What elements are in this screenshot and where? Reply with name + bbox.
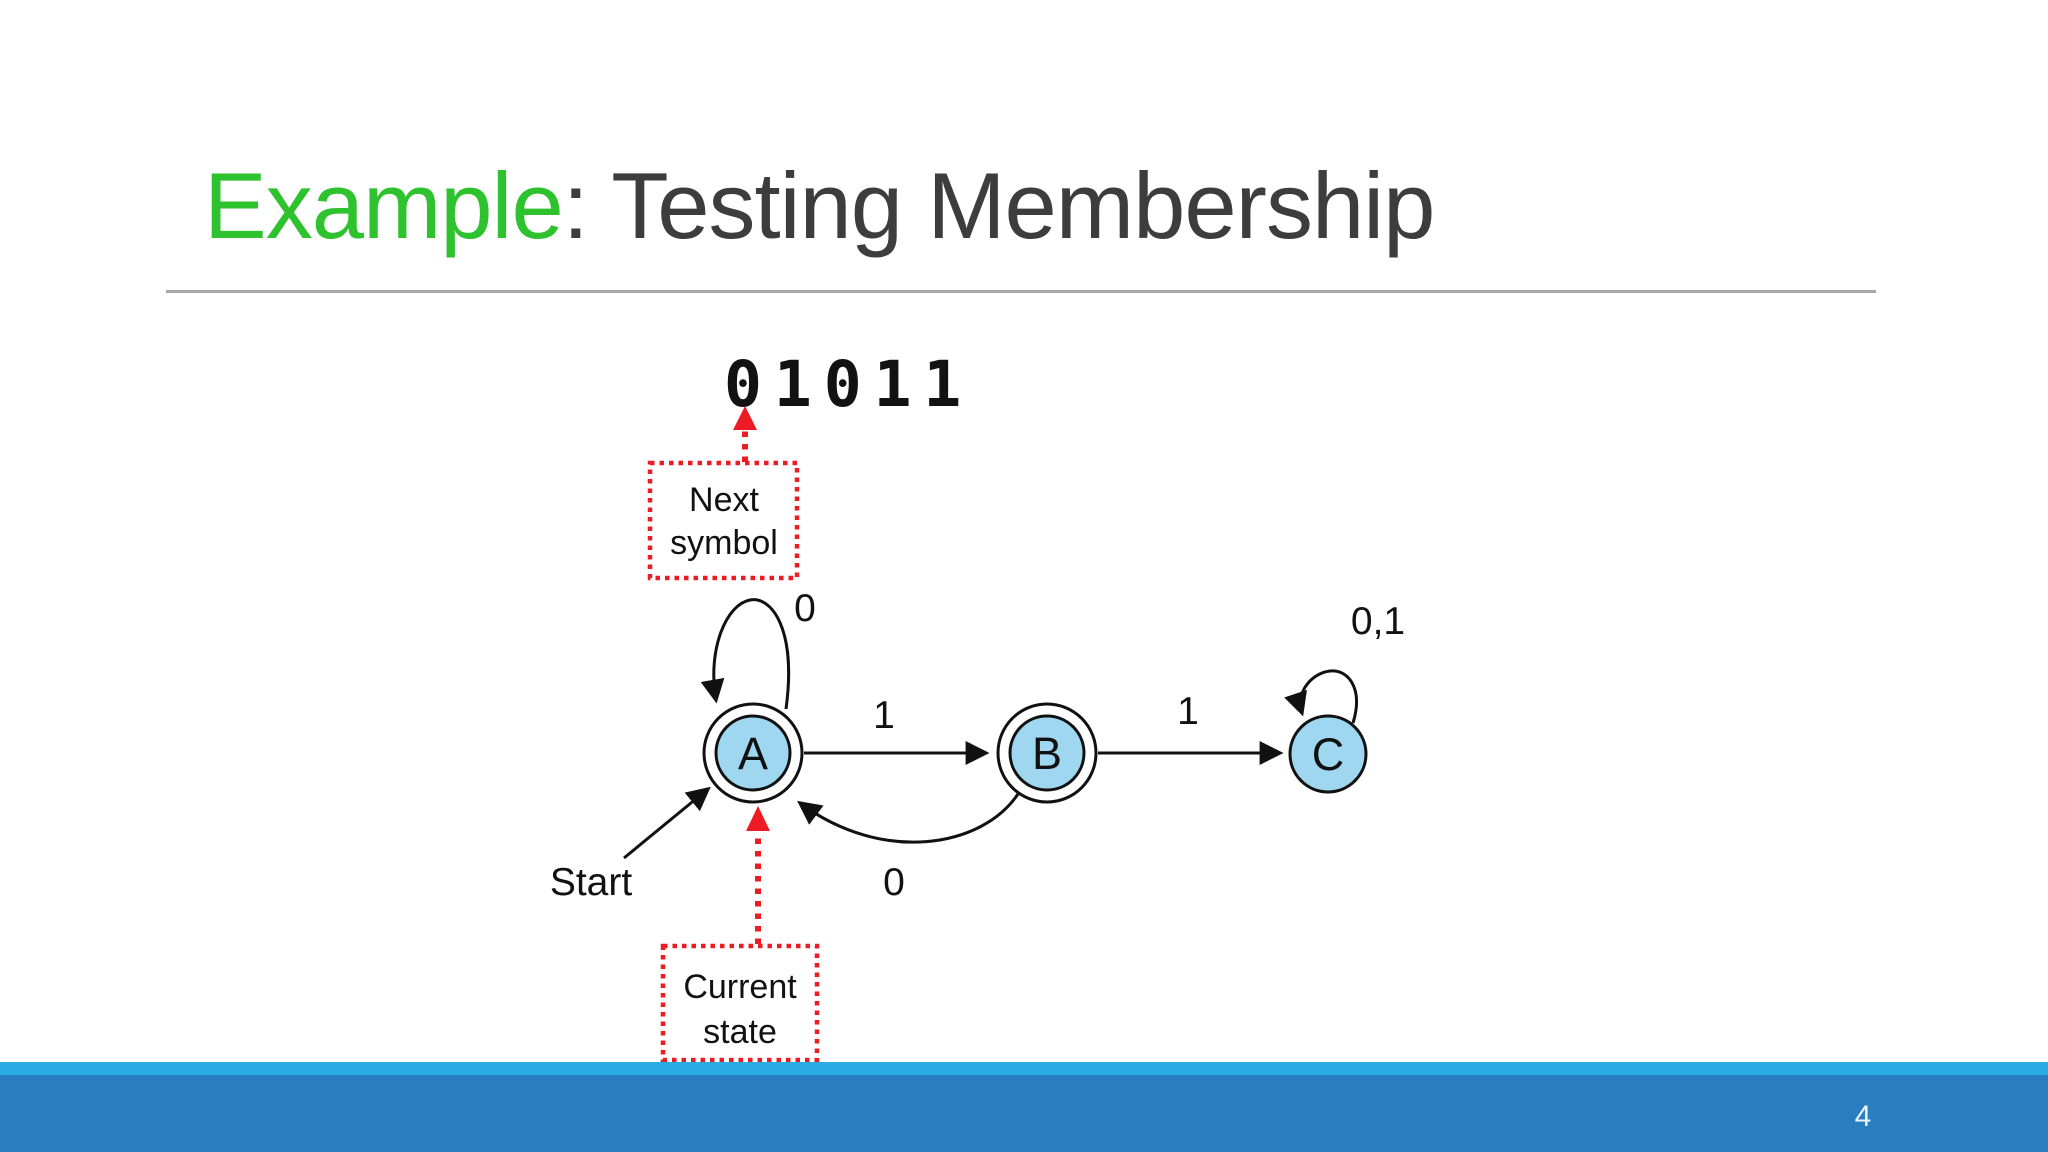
transition-c-self-label: 0,1	[1351, 600, 1405, 643]
start-label: Start	[550, 861, 633, 904]
state-b-label: B	[1032, 728, 1062, 779]
current-state-line2: state	[703, 1013, 777, 1051]
state-a: A	[702, 702, 804, 804]
state-c: C	[1288, 714, 1368, 794]
next-symbol-arrowhead	[733, 406, 757, 430]
state-a-label: A	[738, 728, 768, 779]
page-number: 4	[1854, 1100, 1872, 1133]
transition-b-c-label: 1	[1177, 690, 1199, 733]
input-string: 0 1 0 1 1	[724, 348, 962, 421]
footer-accent-strip	[0, 1062, 2048, 1075]
state-c-label: C	[1312, 729, 1345, 780]
current-state-arrowhead	[746, 806, 770, 831]
transition-b-a-arrow	[797, 793, 1020, 844]
title-divider	[166, 290, 1876, 293]
transition-a-self-label: 0	[794, 587, 816, 630]
title-rest: : Testing Membership	[562, 153, 1436, 258]
title-highlight: Example	[204, 153, 564, 258]
next-symbol-line2: symbol	[670, 524, 778, 562]
transition-b-a-label: 0	[883, 861, 905, 904]
next-symbol-line1: Next	[689, 481, 759, 519]
footer-bar	[0, 1075, 2048, 1152]
start-arrow	[623, 786, 711, 860]
transition-a-self-loop	[700, 598, 791, 710]
transition-c-self-loop	[1284, 669, 1358, 724]
next-symbol-callout: Next symbol	[647, 406, 800, 581]
transition-a-b-label: 1	[873, 694, 895, 737]
page-title: Example: Testing Membership	[204, 152, 1436, 260]
state-b: B	[996, 702, 1098, 804]
current-state-line1: Current	[683, 968, 797, 1006]
current-state-callout: Current state	[660, 806, 820, 1063]
